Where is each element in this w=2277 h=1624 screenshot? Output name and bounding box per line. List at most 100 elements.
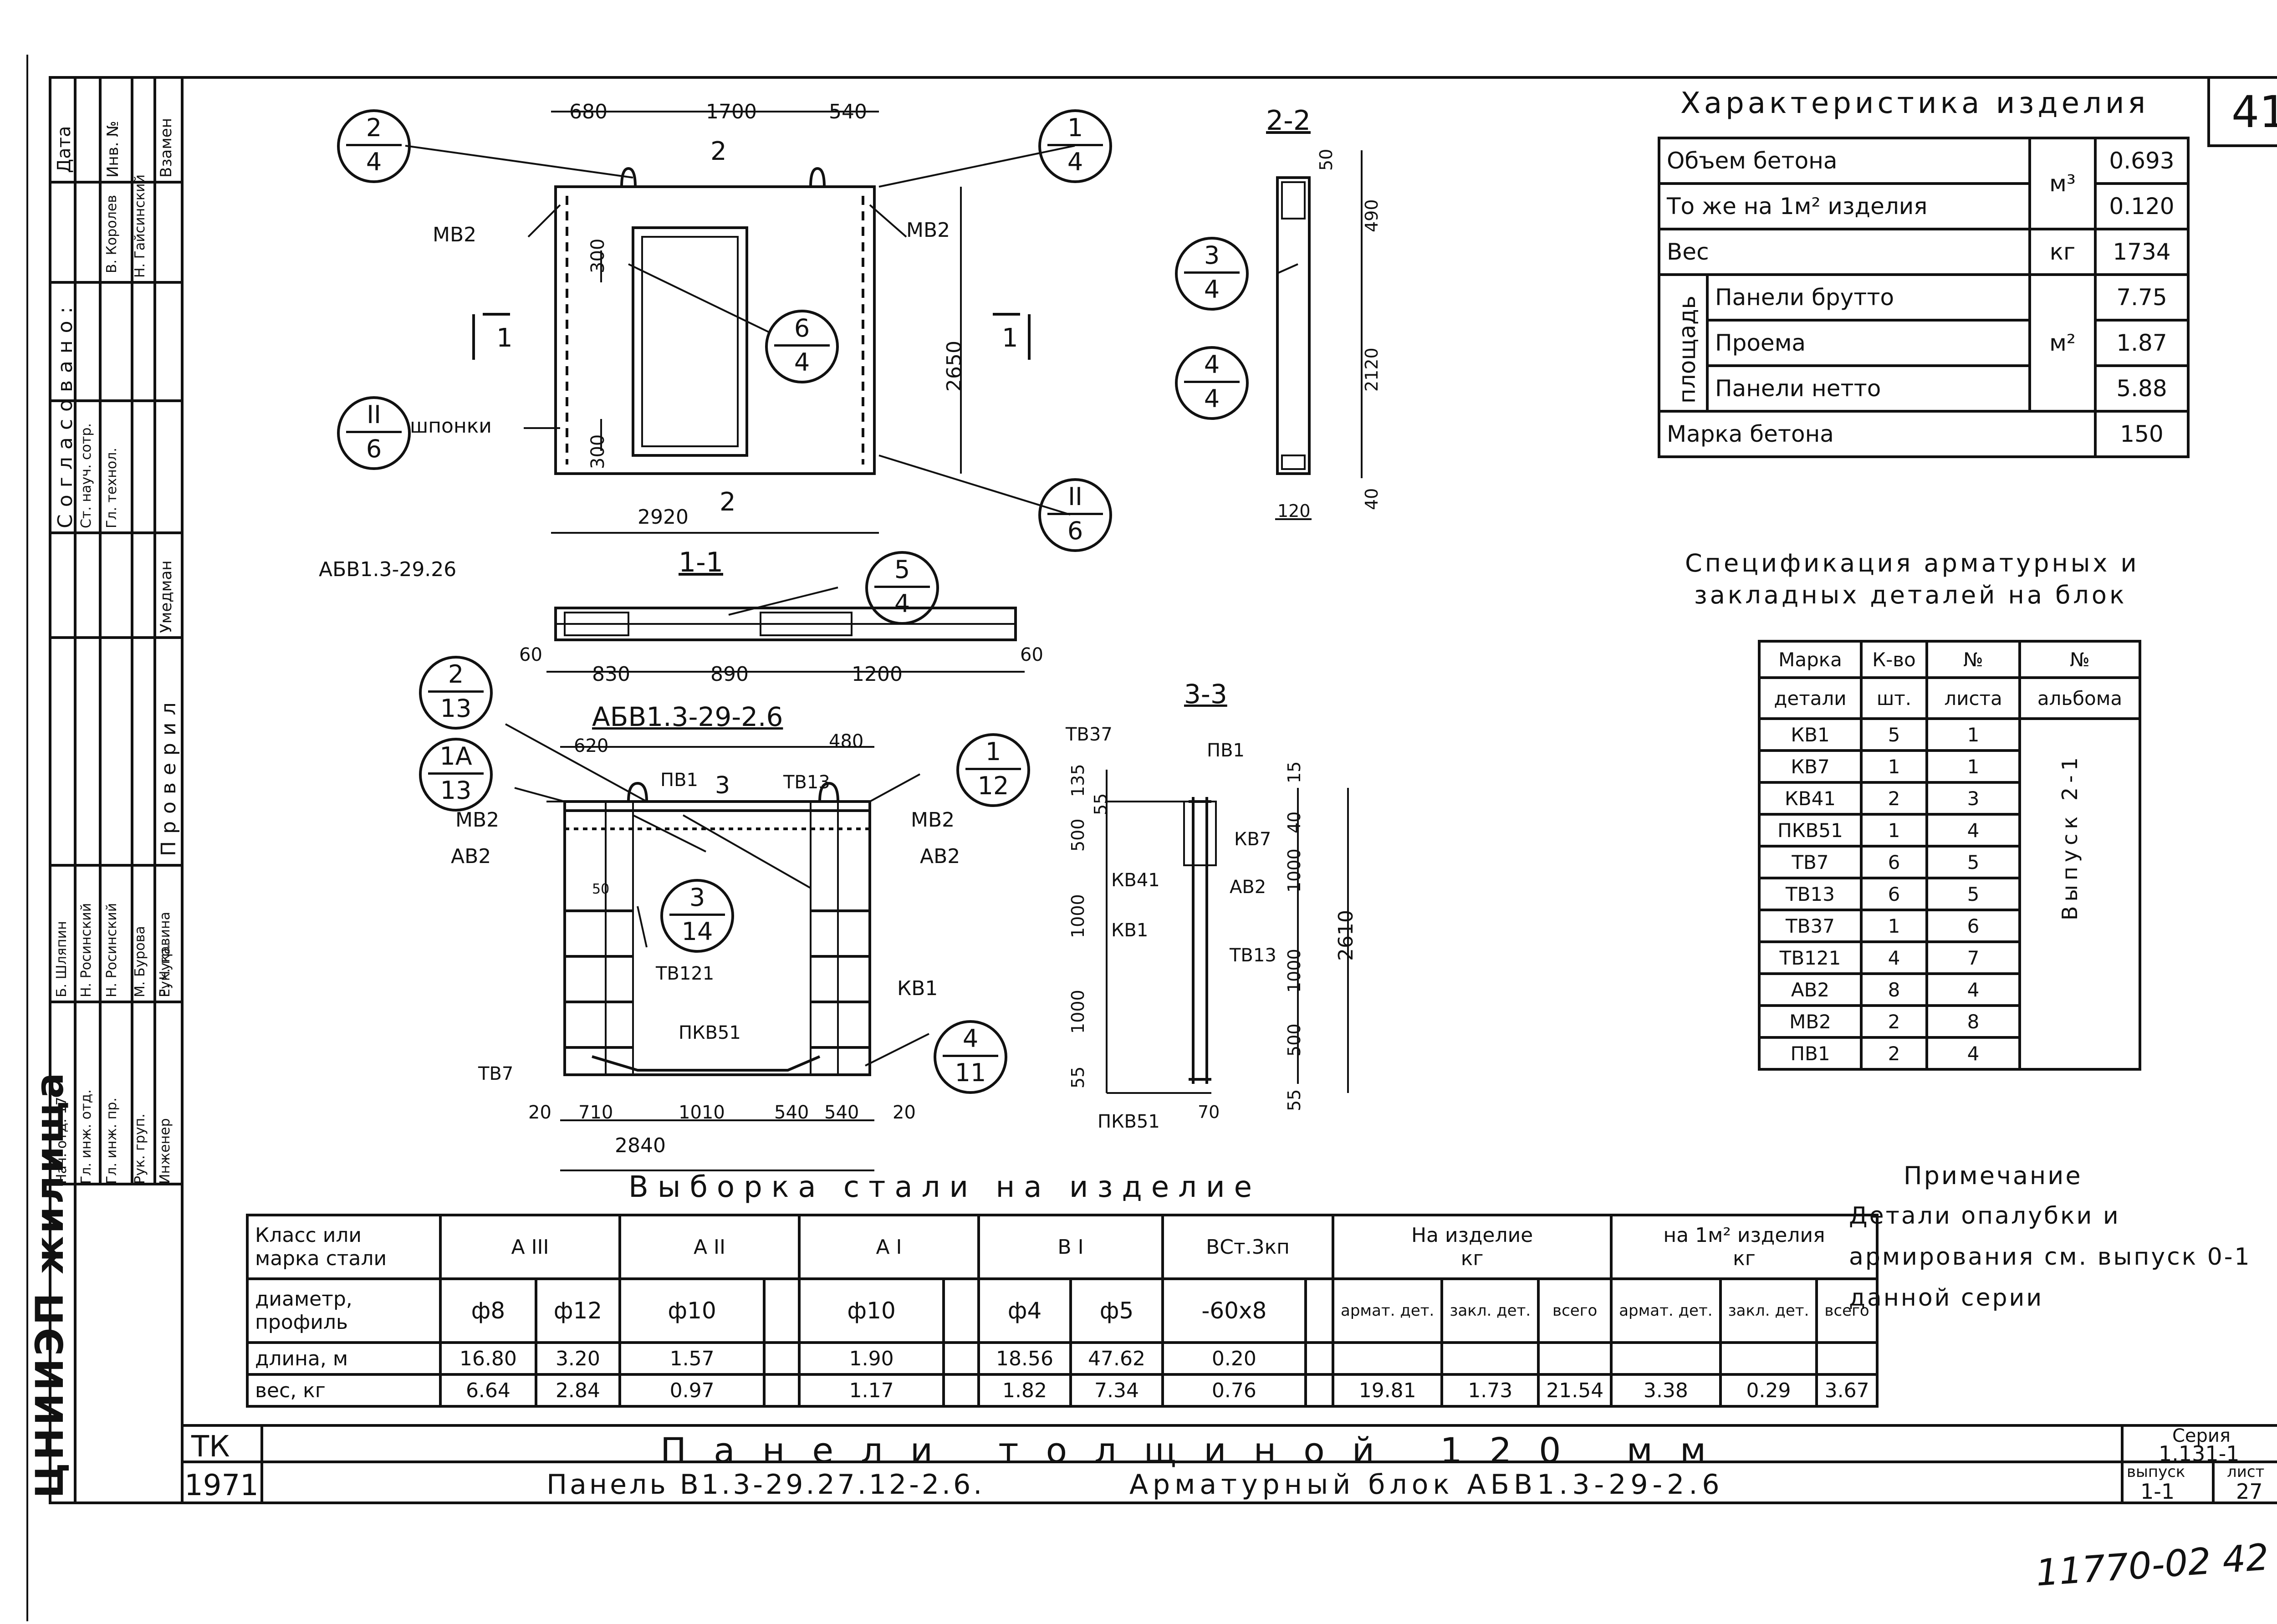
- block-dim-20-left: 20: [528, 1102, 551, 1123]
- year-label: 1971: [184, 1469, 259, 1502]
- total-cell: 3.67: [1815, 1373, 1879, 1408]
- sidebar-name-4: Е. Чукавина: [157, 911, 173, 997]
- block-label-tv121: ТВ121: [656, 963, 715, 984]
- spec-cell-qty: 6: [1860, 877, 1928, 911]
- block-label-kv1: КВ1: [897, 977, 938, 1000]
- steel-class-4: ВСт.3кп: [1161, 1214, 1334, 1280]
- dim-2920: 2920: [638, 506, 689, 529]
- total-cell: 3.38: [1610, 1373, 1722, 1408]
- dim-540: 540: [829, 100, 867, 123]
- diameter-cell: ф12: [534, 1277, 622, 1344]
- block-label-mv2-left: МВ2: [455, 808, 500, 832]
- weight-cell: 2.84: [534, 1373, 622, 1408]
- spec-table: Марка К-во № № детали шт. листа альбома …: [1758, 640, 2141, 1071]
- s33-right-15: 15: [1284, 761, 1304, 783]
- s33-kv1: КВ1: [1111, 920, 1149, 941]
- spec-cell-mark: ТВ7: [1758, 845, 1863, 879]
- callout-top: 1: [1047, 112, 1103, 146]
- spec-cell-qty: 1: [1860, 813, 1928, 848]
- section-mark-2-top: 2: [710, 137, 727, 166]
- spec-cell-qty: 1: [1860, 749, 1928, 784]
- area-group-cell: площадь: [1658, 273, 1709, 413]
- callout-top: 3: [669, 882, 725, 916]
- grade-value: 150: [2094, 410, 2190, 458]
- dim-2-2-490: 490: [1362, 199, 1382, 232]
- weight-cell: [1304, 1373, 1335, 1408]
- note-line-1: Детали опалубки и: [1849, 1202, 2120, 1230]
- steel-title: Выборка стали на изделие: [628, 1170, 1261, 1204]
- weight-cell: 1.82: [977, 1373, 1072, 1408]
- spec-cell-mark: АВ2: [1758, 972, 1863, 1007]
- series-label: Серия: [2172, 1425, 2231, 1446]
- opening-label: Проема: [1706, 319, 2031, 367]
- dim-1700: 1700: [706, 100, 757, 123]
- spec-head-album1: №: [2018, 640, 2141, 679]
- spec-cell-sheet: 3: [1925, 781, 2021, 816]
- sidebar-tech-name: Н. Гайсинский: [132, 174, 148, 278]
- length-cell: [763, 1341, 801, 1376]
- spec-cell-sheet: 4: [1925, 1036, 2021, 1071]
- length-cell: 1.90: [797, 1341, 945, 1376]
- subhead-cell: закл. дет.: [1440, 1277, 1540, 1344]
- s33-tv37: ТВ37: [1066, 724, 1113, 745]
- spec-album-cell: Выпуск 2-1: [2018, 717, 2141, 1071]
- block-label-pkv51: ПКВ51: [679, 1022, 741, 1043]
- sidebar-role-3: Рук. груп.: [132, 1113, 148, 1184]
- dim-1-1-60-left: 60: [519, 644, 542, 665]
- dim-2-2-50: 50: [1316, 148, 1336, 171]
- spec-head-sheet2: листа: [1925, 676, 2021, 720]
- characteristics-title: Характеристика изделия: [1680, 87, 2149, 120]
- block-dim-2840: 2840: [615, 1134, 666, 1157]
- subhead-cell: всего: [1815, 1277, 1879, 1344]
- s33-av2: АВ2: [1230, 877, 1266, 898]
- sidebar-name-3: М. Бурова: [132, 926, 148, 997]
- spec-cell-mark: ТВ37: [1758, 909, 1863, 943]
- dim-2650: 2650: [943, 341, 966, 392]
- sidebar-agreed: Согласовано:: [54, 299, 77, 528]
- spec-head-mark2: детали: [1758, 676, 1863, 720]
- callout-top: II: [1047, 481, 1103, 515]
- sidebar-name-1: Н. Росинский: [78, 903, 94, 997]
- callout-bottom: 4: [1204, 384, 1220, 413]
- spec-head-qty2: шт.: [1860, 676, 1928, 720]
- block-label-tv13: ТВ13: [783, 772, 830, 793]
- tk-label: ТК: [191, 1430, 230, 1464]
- spec-cell-sheet: 7: [1925, 940, 2021, 975]
- dim-1-1-1200: 1200: [852, 663, 903, 686]
- page-number-box: [2207, 76, 2277, 147]
- grade-label: Марка бетона: [1658, 410, 2097, 458]
- dim-300-bottom: 300: [587, 434, 608, 469]
- dim-300-top: 300: [587, 238, 608, 273]
- s33-right-1000-a: 1000: [1284, 848, 1304, 893]
- diameter-cell: [1304, 1277, 1335, 1344]
- spec-head-mark1: Марка: [1758, 640, 1863, 679]
- area-unit: м²: [2028, 273, 2097, 413]
- area-group-label: площадь: [1674, 295, 1700, 403]
- dim-1-1-890: 890: [710, 663, 749, 686]
- spec-album-value: Выпуск 2-1: [2057, 752, 2082, 920]
- per-m2-label: То же на 1м² изделия: [1658, 182, 2031, 230]
- series-value: 1.131-1: [2159, 1441, 2240, 1466]
- subhead-cell: закл. дет.: [1719, 1277, 1818, 1344]
- length-cell: [1304, 1341, 1335, 1376]
- net-label: Панели нетто: [1706, 364, 2031, 413]
- s33-right-55: 55: [1284, 1089, 1304, 1111]
- note-line-3: данной серии: [1849, 1284, 2044, 1312]
- section-mark-2-bottom: 2: [720, 487, 736, 517]
- block-dim-50: 50: [592, 881, 610, 897]
- s33-pv1: ПВ1: [1207, 740, 1245, 761]
- s33-left-55-b: 55: [1068, 1066, 1088, 1088]
- callout-bottom: 12: [977, 771, 1009, 800]
- callout-top: II: [346, 399, 402, 433]
- s33-left-1000-b: 1000: [1068, 990, 1088, 1034]
- label-mv2-right: МВ2: [906, 219, 950, 242]
- spec-head-album2: альбома: [2018, 676, 2141, 720]
